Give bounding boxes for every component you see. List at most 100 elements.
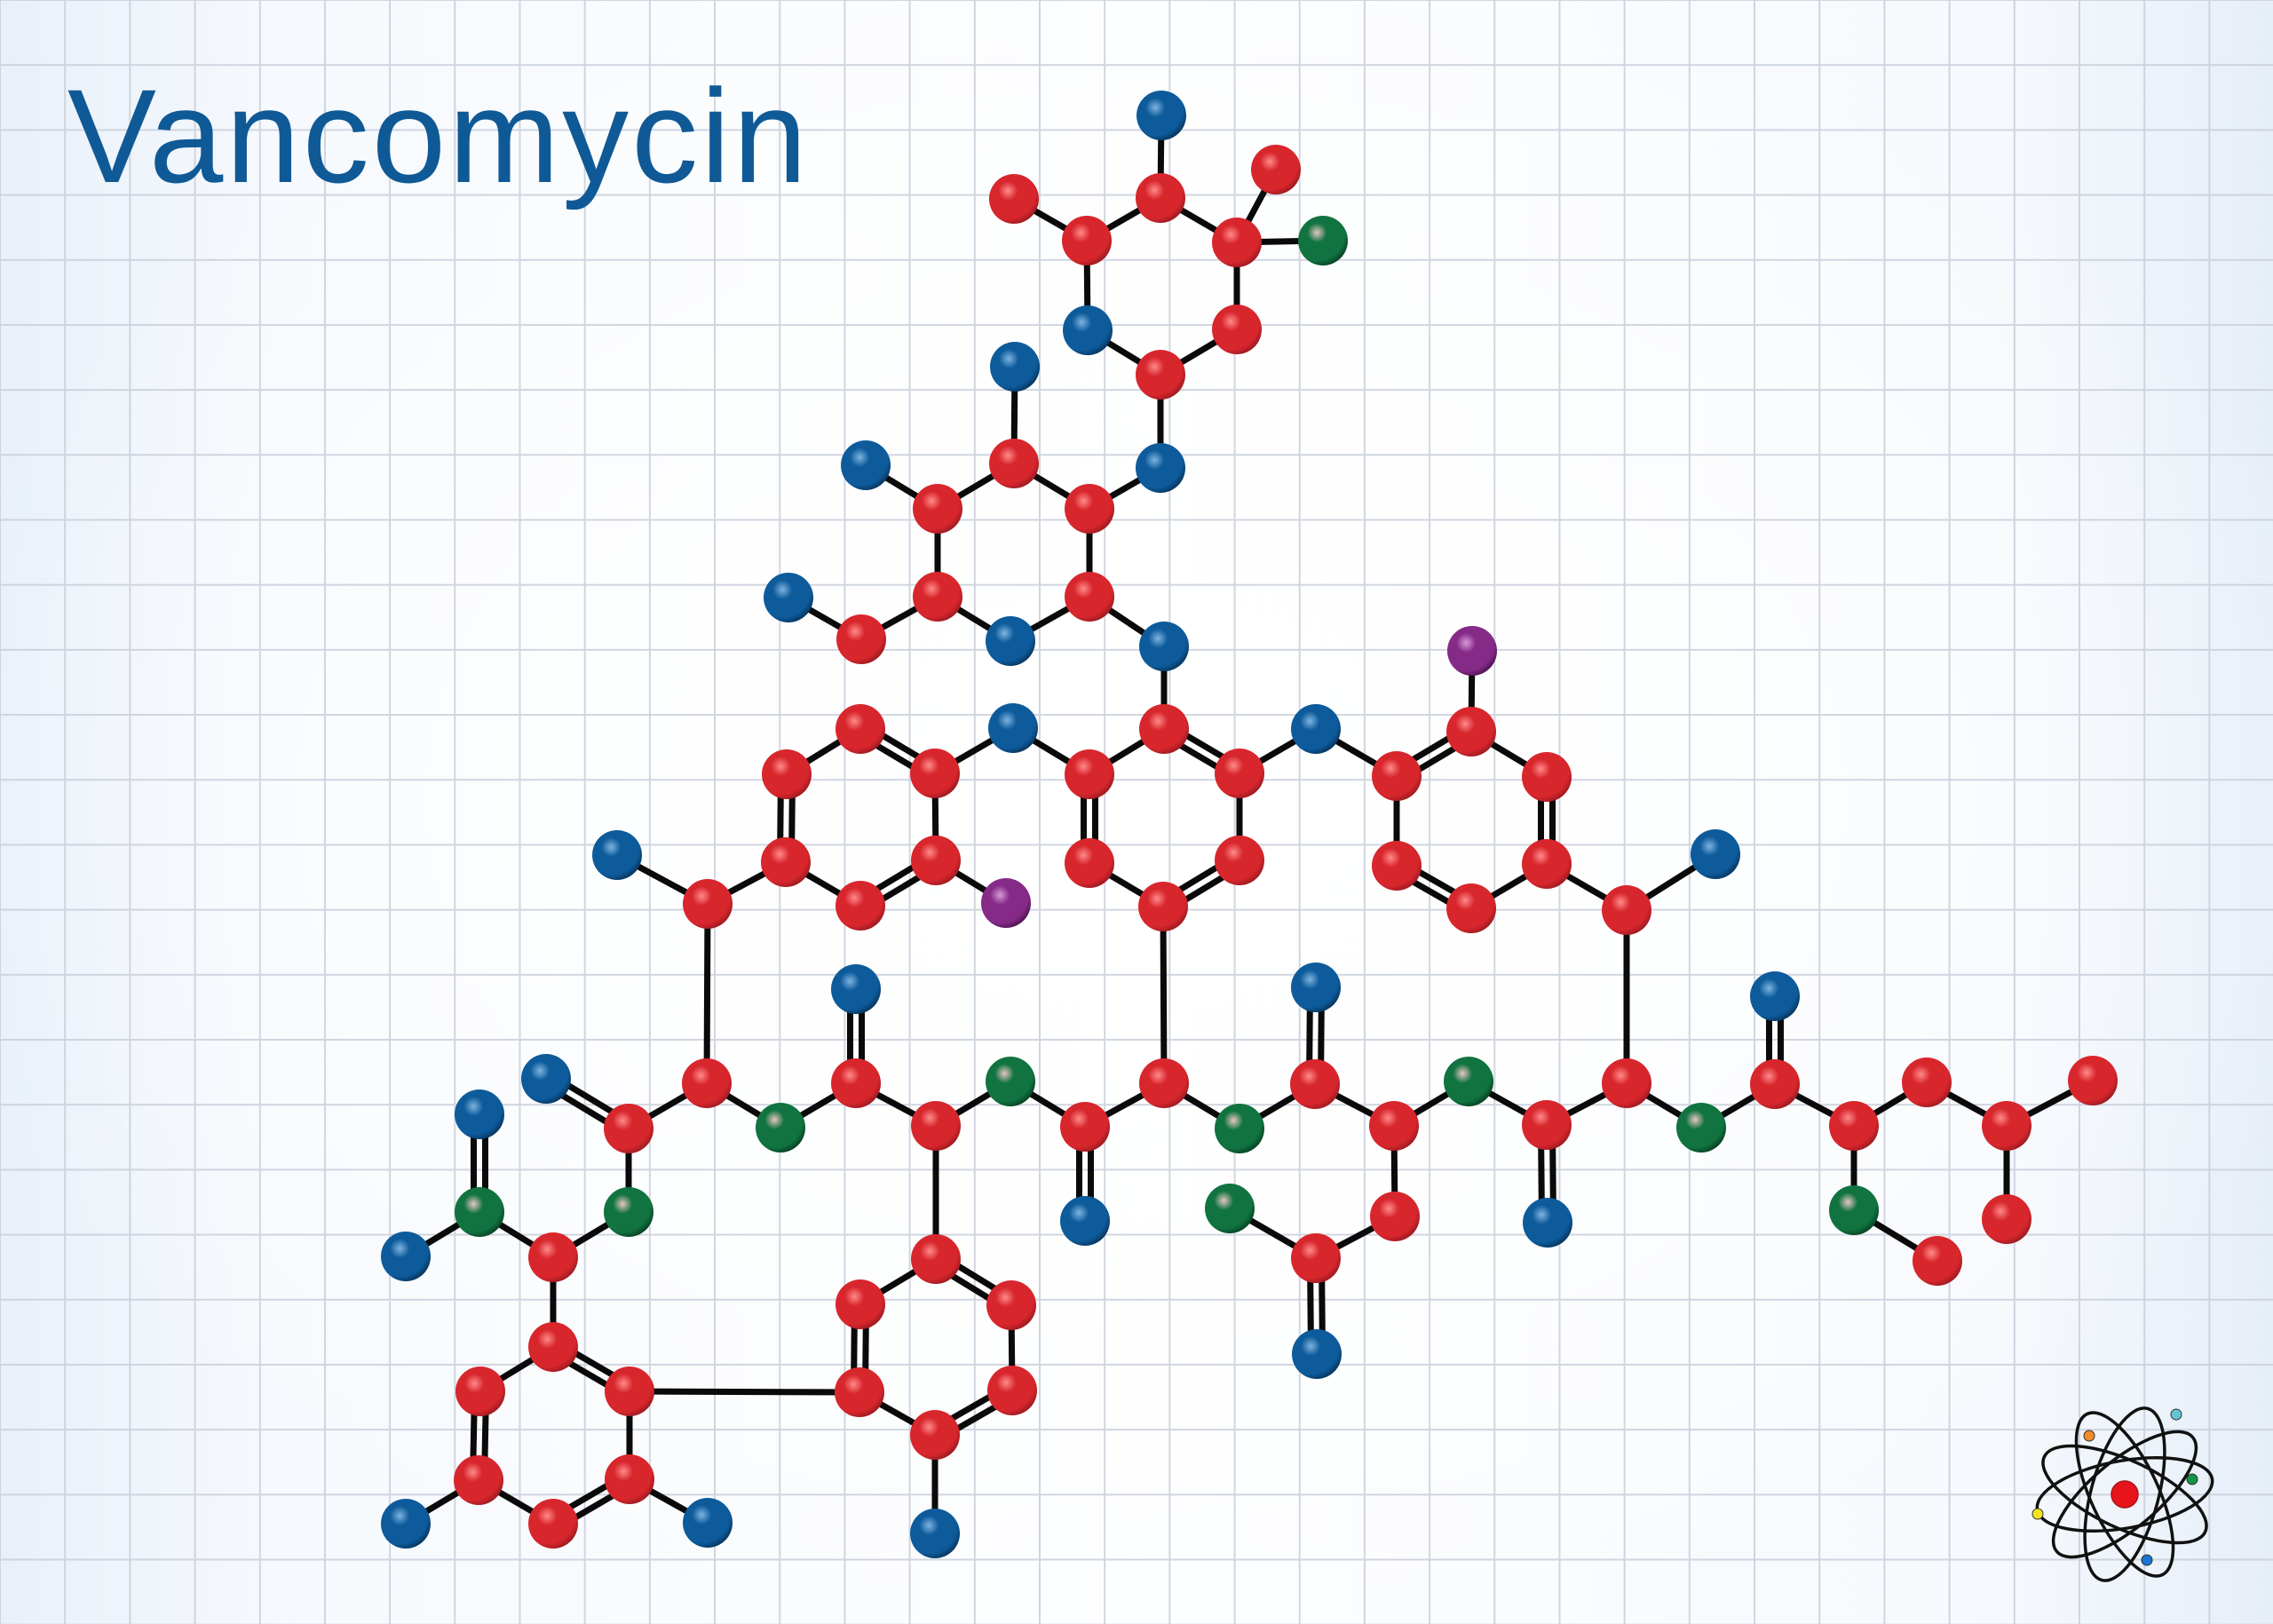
oxygen-atom xyxy=(521,1054,571,1104)
oxygen-atom xyxy=(841,440,891,490)
carbon-atom xyxy=(528,1232,578,1282)
carbon-atom xyxy=(528,1322,578,1372)
carbon-atom xyxy=(528,1499,578,1549)
carbon-atom xyxy=(604,1104,653,1153)
oxygen-atom xyxy=(455,1089,504,1139)
carbon-atom xyxy=(911,836,961,885)
oxygen-atom xyxy=(1691,829,1740,879)
oxygen-atom xyxy=(1291,704,1341,754)
nitrogen-atom xyxy=(756,1103,805,1153)
carbon-atom xyxy=(987,1366,1037,1415)
carbon-atom xyxy=(1982,1101,2031,1151)
chlorine-atom xyxy=(1447,626,1497,676)
carbon-atom xyxy=(836,704,885,754)
carbon-atom xyxy=(762,749,812,799)
carbon-atom xyxy=(1251,145,1301,194)
carbon-atom xyxy=(1913,1236,1962,1286)
carbon-atom xyxy=(1369,1101,1419,1151)
oxygen-atom xyxy=(1060,1196,1110,1246)
carbon-atom xyxy=(1215,836,1264,885)
carbon-atom xyxy=(1065,838,1114,888)
oxygen-atom xyxy=(592,830,642,880)
oxygen-atom xyxy=(1523,1198,1572,1248)
oxygen-atom xyxy=(990,342,1040,392)
carbon-atom xyxy=(913,484,962,534)
chlorine-atom xyxy=(981,878,1031,928)
carbon-atom xyxy=(1290,1059,1340,1109)
carbon-atom xyxy=(683,879,733,929)
carbon-atom xyxy=(1522,839,1572,889)
atom-icon xyxy=(2031,1406,2214,1582)
carbon-atom xyxy=(682,1058,732,1108)
electron-icon xyxy=(2170,1408,2182,1421)
carbon-atom xyxy=(1138,882,1188,931)
molecule-title: Vancomycin xyxy=(67,61,810,210)
carbon-atom xyxy=(1065,484,1114,534)
carbon-atom xyxy=(1136,173,1185,223)
carbon-atom xyxy=(989,174,1039,224)
single-bond xyxy=(703,903,711,1084)
oxygen-atom xyxy=(683,1498,733,1548)
carbon-atom xyxy=(913,572,962,622)
carbon-atom xyxy=(1750,1059,1800,1109)
atoms-layer xyxy=(381,91,2118,1558)
nitrogen-atom xyxy=(1215,1104,1264,1153)
nitrogen-atom xyxy=(1298,216,1348,265)
carbon-atom xyxy=(2068,1056,2118,1105)
oxygen-atom xyxy=(1750,971,1800,1021)
oxygen-atom xyxy=(1136,91,1186,140)
carbon-atom xyxy=(910,749,960,798)
carbon-atom xyxy=(831,1058,881,1108)
single-bond xyxy=(629,1388,860,1396)
carbon-atom xyxy=(1602,885,1651,935)
nitrogen-atom xyxy=(1205,1184,1255,1233)
oxygen-atom xyxy=(988,703,1038,753)
carbon-atom xyxy=(911,1101,961,1151)
carbon-atom xyxy=(1446,707,1496,757)
carbon-atom xyxy=(605,1367,654,1416)
single-bond xyxy=(1160,906,1168,1084)
carbon-atom xyxy=(1212,218,1262,267)
carbon-atom xyxy=(1829,1101,1879,1151)
nitrogen-atom xyxy=(1829,1185,1879,1235)
carbon-atom xyxy=(1139,704,1189,754)
carbon-atom xyxy=(1902,1058,1952,1107)
carbon-atom xyxy=(455,1367,505,1416)
carbon-atom xyxy=(1446,883,1496,933)
carbon-atom xyxy=(1139,1058,1189,1108)
carbon-atom xyxy=(910,1410,960,1460)
oxygen-atom xyxy=(1291,963,1341,1012)
carbon-atom xyxy=(836,1279,885,1329)
nitrogen-atom xyxy=(986,1057,1035,1106)
electron-icon xyxy=(2141,1554,2153,1566)
carbon-atom xyxy=(1060,1102,1110,1152)
carbon-atom xyxy=(1065,749,1114,799)
carbon-atom xyxy=(911,1234,961,1284)
electron-icon xyxy=(2031,1508,2044,1520)
carbon-atom xyxy=(1522,1100,1572,1150)
oxygen-atom xyxy=(764,573,813,622)
carbon-atom xyxy=(605,1454,654,1504)
oxygen-atom xyxy=(1292,1329,1342,1379)
carbon-atom xyxy=(835,1367,884,1417)
nitrogen-atom xyxy=(1444,1057,1493,1106)
carbon-atom xyxy=(1136,350,1185,400)
nitrogen-atom xyxy=(1676,1103,1726,1153)
oxygen-atom xyxy=(831,964,881,1014)
oxygen-atom xyxy=(1136,443,1185,493)
oxygen-atom xyxy=(1063,305,1113,355)
carbon-atom xyxy=(989,439,1039,488)
carbon-atom xyxy=(1372,751,1422,801)
carbon-atom xyxy=(1212,305,1262,354)
oxygen-atom xyxy=(1139,622,1189,671)
carbon-atom xyxy=(761,837,811,887)
carbon-atom xyxy=(1062,216,1112,265)
carbon-atom xyxy=(1291,1233,1341,1283)
carbon-atom xyxy=(1065,572,1114,622)
electron-icon xyxy=(2186,1473,2198,1485)
nucleus-icon xyxy=(2111,1480,2139,1509)
carbon-atom xyxy=(836,881,885,931)
carbon-atom xyxy=(1370,1192,1420,1241)
carbon-atom xyxy=(454,1455,503,1505)
